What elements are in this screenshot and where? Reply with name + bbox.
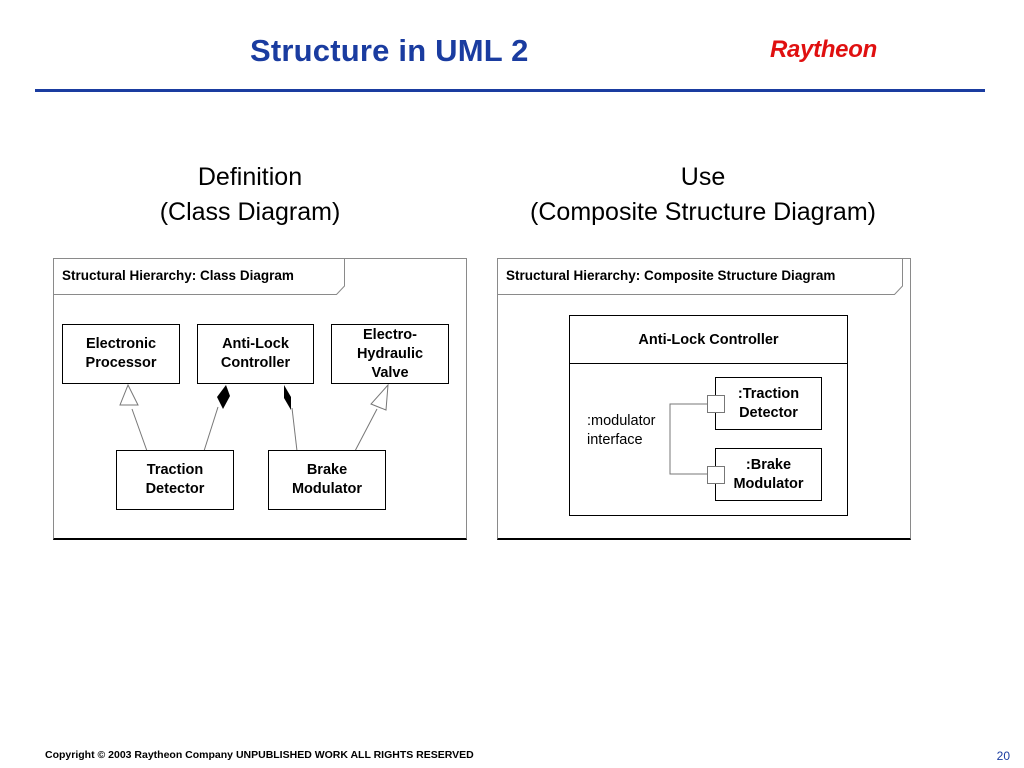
- class-electronic-processor-label: Electronic Processor: [85, 336, 157, 371]
- class-brake-modulator: Brake Modulator: [268, 450, 386, 510]
- generalization-arrow-traction: [119, 383, 139, 406]
- composite-diagram-frame-label: Structural Hierarchy: Composite Structur…: [506, 268, 836, 283]
- part-traction-detector: :Traction Detector: [715, 377, 822, 430]
- definition-heading-line2: (Class Diagram): [159, 198, 341, 226]
- class-anti-lock-controller-label: Anti-Lock Controller: [220, 336, 291, 371]
- definition-heading: Definition (Class Diagram): [100, 160, 400, 230]
- modulator-interface-label: :modulator interface: [587, 413, 656, 448]
- anti-lock-controller-header: Anti-Lock Controller: [570, 316, 847, 364]
- class-electro-hydraulic-valve: Electro- Hydraulic Valve: [331, 324, 449, 384]
- frame-tab-outline: [54, 259, 345, 295]
- class-diagram-frame: Structural Hierarchy: Class Diagram: [53, 258, 467, 540]
- generalization-line-brake: [354, 408, 378, 452]
- frame-tab-outline: [498, 259, 903, 295]
- copyright-footer: Copyright © 2003 Raytheon Company UNPUBL…: [45, 749, 474, 761]
- definition-heading-line1: Definition: [197, 163, 303, 191]
- use-heading-line2: (Composite Structure Diagram): [530, 198, 876, 226]
- title-divider: [35, 89, 985, 92]
- composition-line-traction: [203, 406, 219, 452]
- class-anti-lock-controller: Anti-Lock Controller: [197, 324, 314, 384]
- class-diagram-frame-label: Structural Hierarchy: Class Diagram: [62, 268, 294, 283]
- use-heading: Use (Composite Structure Diagram): [498, 160, 908, 230]
- page-number: 20: [996, 749, 1010, 763]
- composition-diamond-traction: [217, 385, 230, 409]
- part-traction-detector-label: :Traction Detector: [737, 385, 800, 421]
- generalization-line-traction: [131, 408, 148, 452]
- class-traction-detector: Traction Detector: [116, 450, 234, 510]
- composite-diagram-frame: Structural Hierarchy: Composite Structur…: [497, 258, 911, 540]
- composition-line-brake: [291, 407, 298, 452]
- use-heading-line1: Use: [680, 163, 726, 191]
- raytheon-logo: Raytheon: [770, 36, 877, 63]
- part-brake-modulator: :Brake Modulator: [715, 448, 822, 501]
- class-brake-modulator-label: Brake Modulator: [291, 462, 363, 497]
- part-brake-modulator-label: :Brake Modulator: [733, 456, 804, 492]
- class-traction-detector-label: Traction Detector: [145, 462, 205, 497]
- composition-diamond-brake: [284, 385, 291, 410]
- traction-detector-port: [707, 395, 725, 413]
- class-electro-hydraulic-valve-label: Electro- Hydraulic Valve: [356, 326, 424, 381]
- brake-modulator-port: [707, 466, 725, 484]
- generalization-arrow-brake: [370, 383, 389, 411]
- class-electronic-processor: Electronic Processor: [62, 324, 180, 384]
- slide-title: Structure in UML 2: [250, 33, 529, 68]
